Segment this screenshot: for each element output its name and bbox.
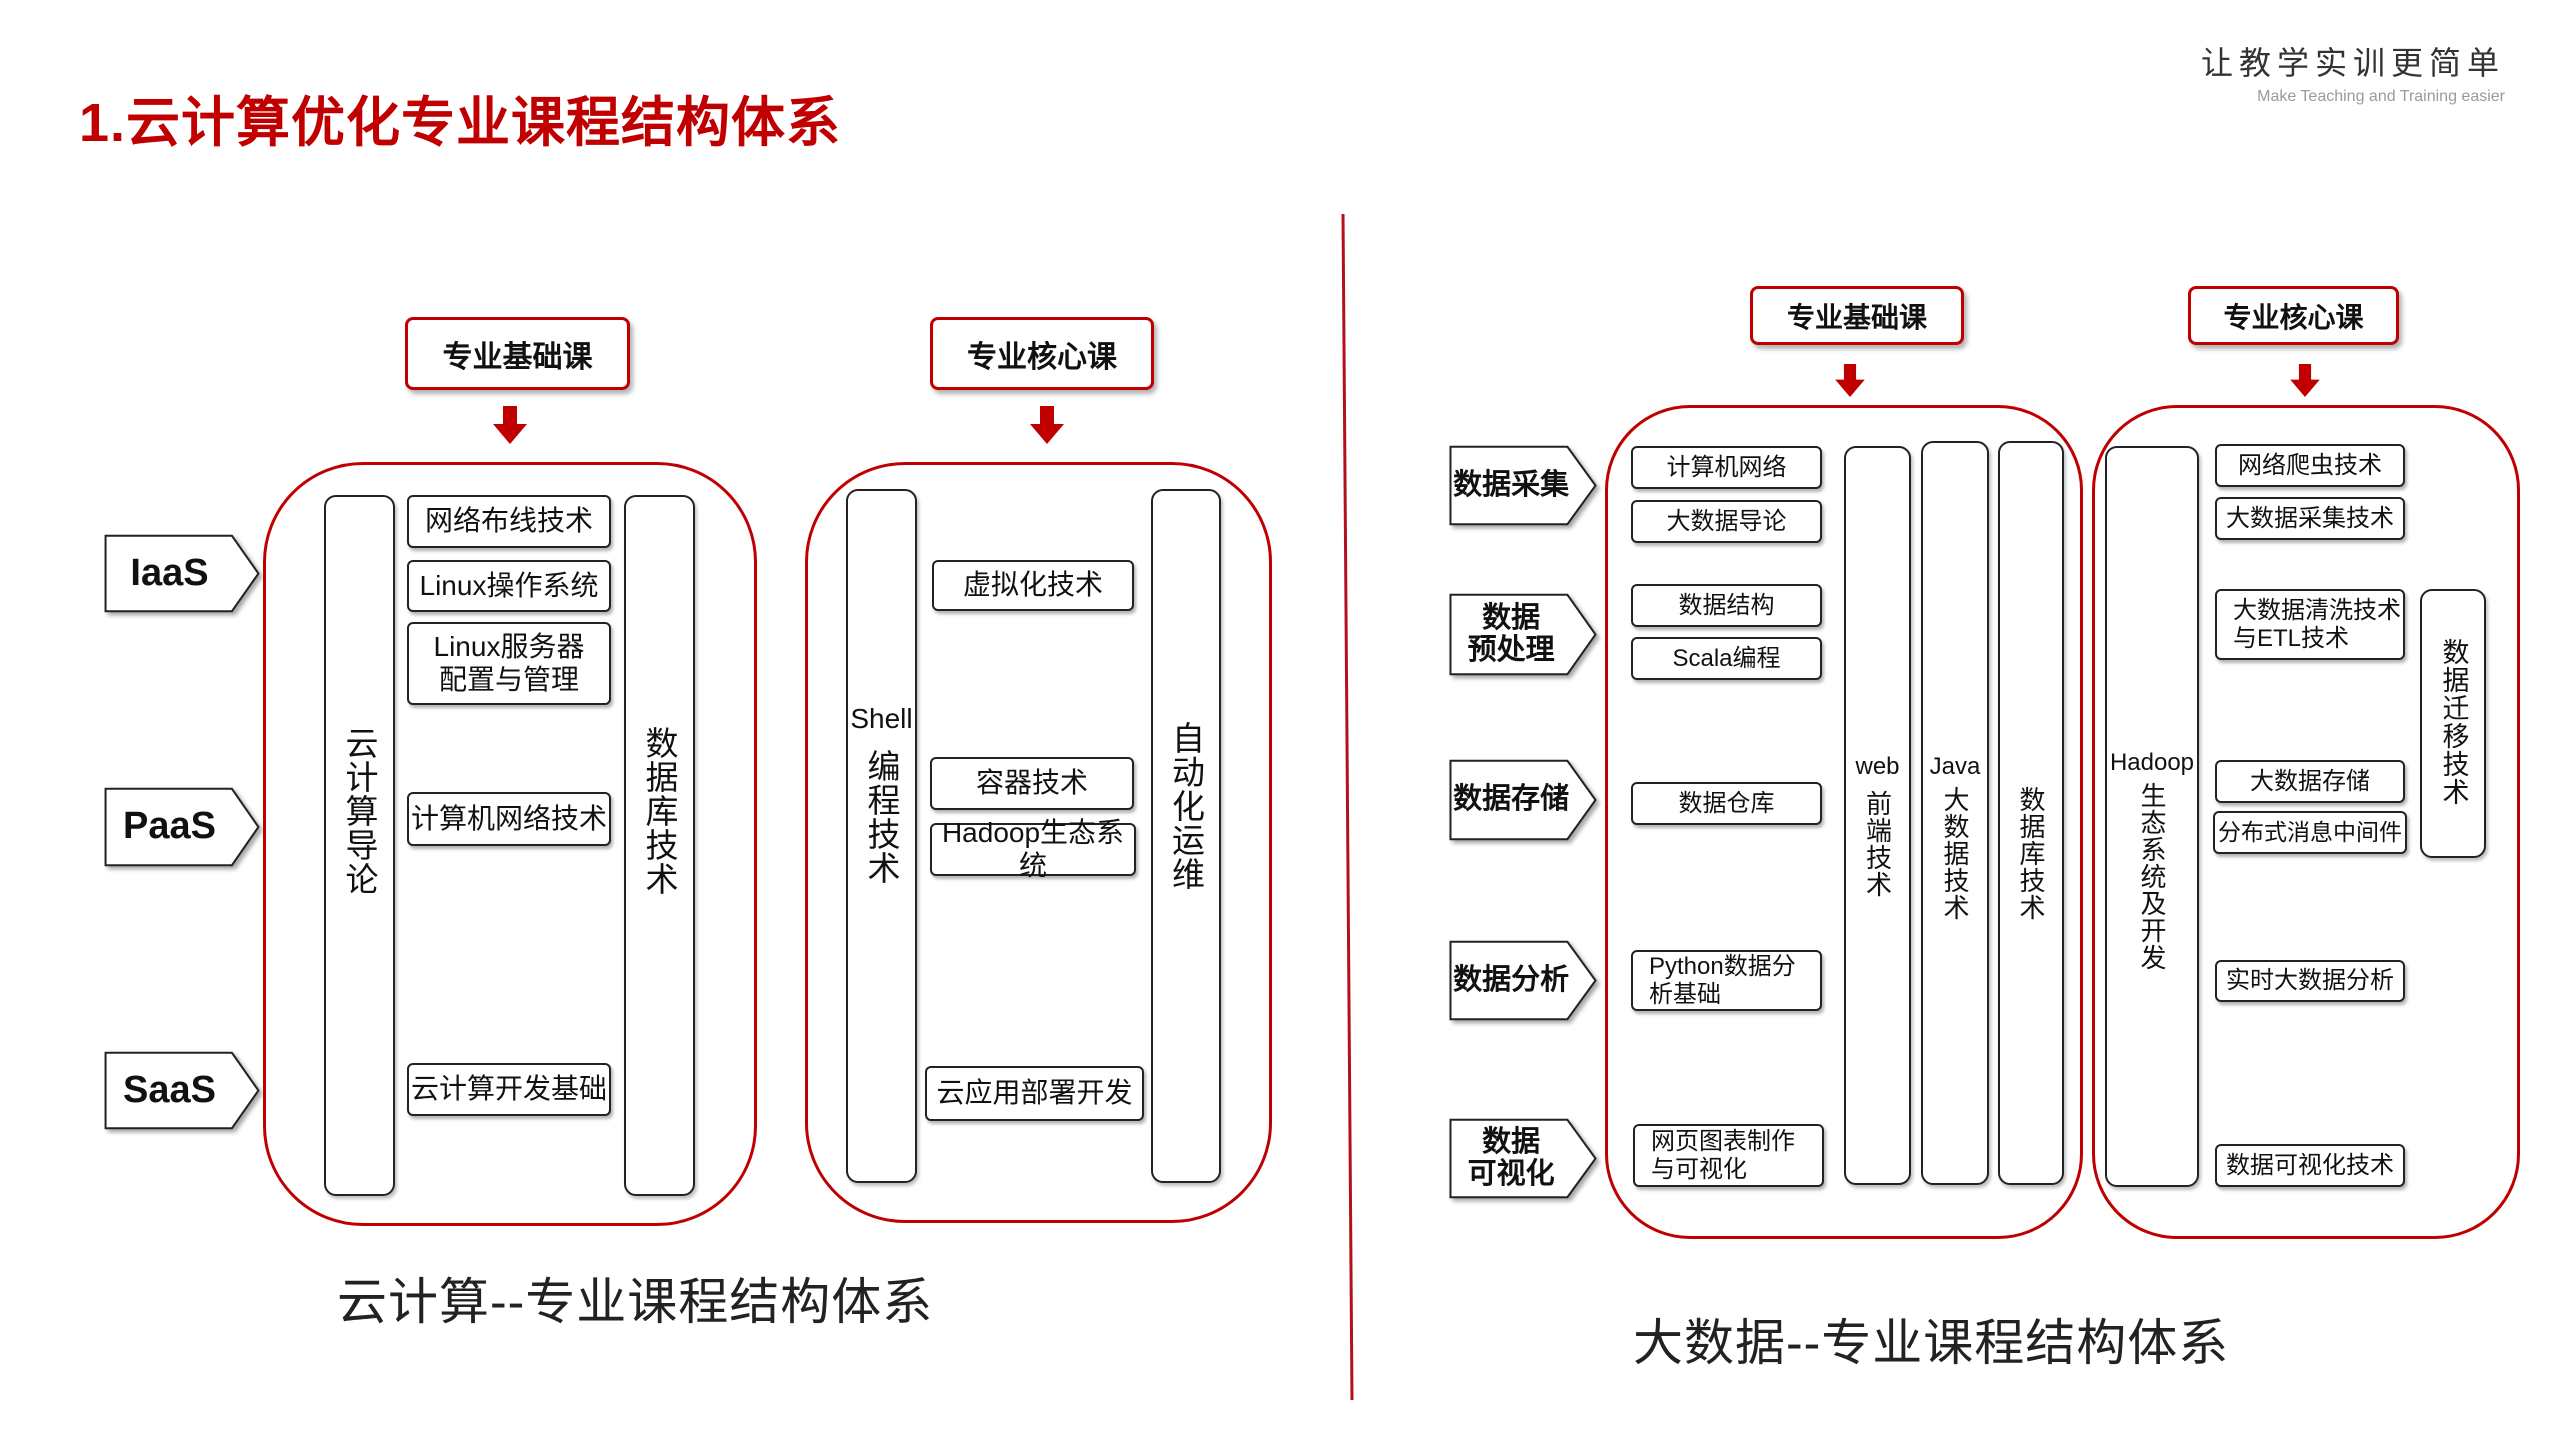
layer-tag-iaas: IaaS <box>104 535 260 612</box>
course-bar: Java 大数据技术 <box>1921 441 1989 1185</box>
stage-tag: 数据存储 <box>1449 760 1597 840</box>
diagram-caption: 大数据--专业课程结构体系 <box>1633 1315 2230 1371</box>
layer-label: IaaS <box>130 551 209 594</box>
down-arrow-icon <box>493 406 527 444</box>
layer-label: SaaS <box>123 1068 216 1111</box>
stage-tag: 数据 可视化 <box>1449 1119 1597 1198</box>
stage-label: 数据采集 <box>1453 468 1570 501</box>
course-box: 网页图表制作 与可视化 <box>1633 1124 1824 1187</box>
course-bar-label: 数据库技术 <box>2016 786 2046 921</box>
stage-label: 数据 可视化 <box>1467 1125 1555 1190</box>
course-box: Linux服务器 配置与管理 <box>407 622 611 705</box>
course-box: 容器技术 <box>930 757 1134 810</box>
course-box: 数据仓库 <box>1631 782 1822 825</box>
down-arrow-icon <box>1835 364 1865 397</box>
course-box: 网络布线技术 <box>407 495 611 548</box>
stage-label: 数据存储 <box>1453 783 1570 816</box>
course-box: 大数据导论 <box>1631 500 1822 543</box>
stage-label: 数据分析 <box>1453 963 1570 996</box>
cloud-core-group <box>805 462 1272 1223</box>
course-box: 计算机网络技术 <box>407 792 611 846</box>
slide-title: 1.云计算优化专业课程结构体系 <box>79 93 842 153</box>
course-box: 分布式消息中间件 <box>2213 811 2407 854</box>
brand-logo: 让教学实训更简单 Make Teaching and Training easi… <box>2201 38 2505 106</box>
course-bar: web 前端技术 <box>1844 446 1911 1185</box>
course-box: 大数据存储 <box>2215 760 2405 803</box>
course-box: 数据可视化技术 <box>2215 1144 2405 1187</box>
course-box: Linux操作系统 <box>407 560 611 612</box>
stage-tag: 数据采集 <box>1449 446 1597 525</box>
course-box: 计算机网络 <box>1631 446 1822 489</box>
course-bar-label: 前端技术 <box>1862 790 1893 899</box>
course-bar-label: 云计算导论 <box>341 726 378 896</box>
course-bar-latin: Shell <box>850 703 913 734</box>
course-bar-label: 数据迁移技术 <box>2438 638 2469 806</box>
course-box: 大数据清洗技术 与ETL技术 <box>2215 589 2405 660</box>
course-box: 数据结构 <box>1631 584 1822 627</box>
layer-label: PaaS <box>123 805 216 848</box>
course-box: Scala编程 <box>1631 637 1822 680</box>
course-bar-label: 数据库技术 <box>641 726 678 896</box>
cloud-foundation-header: 专业基础课 <box>405 317 630 390</box>
course-box: 云计算开发基础 <box>407 1063 611 1116</box>
bigdata-foundation-group <box>1605 405 2083 1239</box>
course-bar-label: 生态系统及开发 <box>2137 782 2167 972</box>
course-bar-label: 大数据技术 <box>1940 786 1970 922</box>
stage-tag: 数据 预处理 <box>1449 594 1597 675</box>
bigdata-foundation-header: 专业基础课 <box>1750 286 1964 345</box>
course-bar: 自动化运维 <box>1151 489 1221 1183</box>
course-bar-label: 编程技术 <box>863 748 900 885</box>
brand-tagline: Make Teaching and Training easier <box>2257 88 2505 105</box>
cloud-foundation-group <box>263 462 757 1226</box>
course-bar: 数据迁移技术 <box>2420 589 2486 858</box>
course-box: Hadoop生态系统 <box>930 817 1136 881</box>
course-bar: Shell 编程技术 <box>846 489 917 1183</box>
course-box: 实时大数据分析 <box>2215 960 2405 1002</box>
course-bar: Hadoop 生态系统及开发 <box>2105 446 2199 1187</box>
layer-tag-saas: SaaS <box>104 1052 260 1129</box>
layer-tag-paas: PaaS <box>104 788 260 866</box>
course-box: 云应用部署开发 <box>925 1066 1144 1121</box>
course-box: 虚拟化技术 <box>932 560 1134 611</box>
stage-tag: 数据分析 <box>1449 941 1597 1020</box>
cloud-core-header: 专业核心课 <box>930 317 1154 390</box>
down-arrow-icon <box>2290 364 2320 397</box>
course-bar-label: 自动化运维 <box>1167 721 1205 891</box>
course-bar: 数据库技术 <box>1998 441 2064 1185</box>
course-bar: 云计算导论 <box>324 495 395 1196</box>
course-bar: 数据库技术 <box>624 495 695 1196</box>
down-arrow-icon <box>1030 406 1064 444</box>
bigdata-core-group <box>2092 405 2520 1239</box>
course-box: Python数据分 析基础 <box>1631 950 1822 1011</box>
stage-label: 数据 预处理 <box>1467 601 1555 666</box>
course-bar-latin: web <box>1855 753 1900 780</box>
brand-slogan: 让教学实训更简单 <box>2200 44 2505 82</box>
diagram-caption: 云计算--专业课程结构体系 <box>337 1274 934 1330</box>
bigdata-core-header: 专业核心课 <box>2188 286 2399 345</box>
course-bar-latin: Hadoop <box>2109 749 2195 776</box>
course-bar-latin: Java <box>1929 753 1981 780</box>
course-box: 网络爬虫技术 <box>2215 444 2405 487</box>
course-box: 大数据采集技术 <box>2215 497 2405 540</box>
